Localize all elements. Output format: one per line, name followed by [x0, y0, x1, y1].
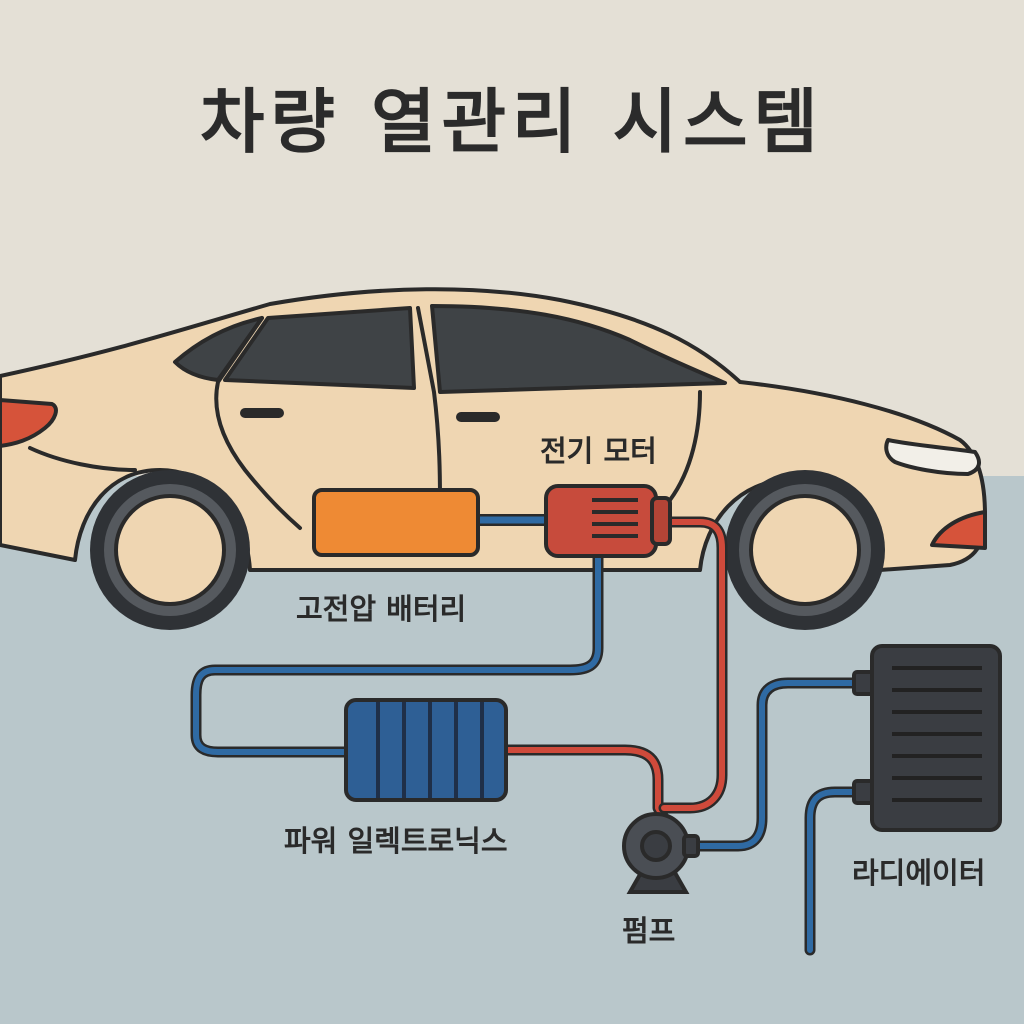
head-light — [884, 438, 982, 476]
radiator-unit — [852, 644, 1002, 832]
power-electronics-label: 파워 일렉트로닉스 — [284, 824, 508, 858]
back-side-window — [223, 306, 416, 390]
front-wheel — [725, 470, 885, 630]
radiator-label: 라디에이터 — [852, 856, 986, 890]
coolant-pipes — [190, 514, 868, 956]
battery-pack — [312, 488, 480, 557]
front-side-window — [430, 304, 727, 394]
belt-line — [28, 446, 137, 472]
battery-label: 고전압 배터리 — [296, 592, 467, 626]
door-line-front — [668, 390, 702, 502]
door-line-rear — [214, 316, 302, 530]
power-electronics-unit — [344, 698, 508, 802]
tail-light — [0, 398, 58, 448]
car — [0, 287, 987, 572]
door-handle-front — [456, 412, 500, 422]
door-handle-rear — [240, 408, 284, 418]
coolant-pump — [622, 812, 700, 894]
electric-motor — [544, 484, 672, 558]
page-title: 차량 열관리 시스템 — [200, 81, 824, 163]
pump-label: 펌프 — [622, 914, 676, 948]
rear-wheel — [90, 470, 250, 630]
motor-label: 전기 모터 — [540, 434, 657, 468]
front-reflector — [930, 510, 987, 550]
